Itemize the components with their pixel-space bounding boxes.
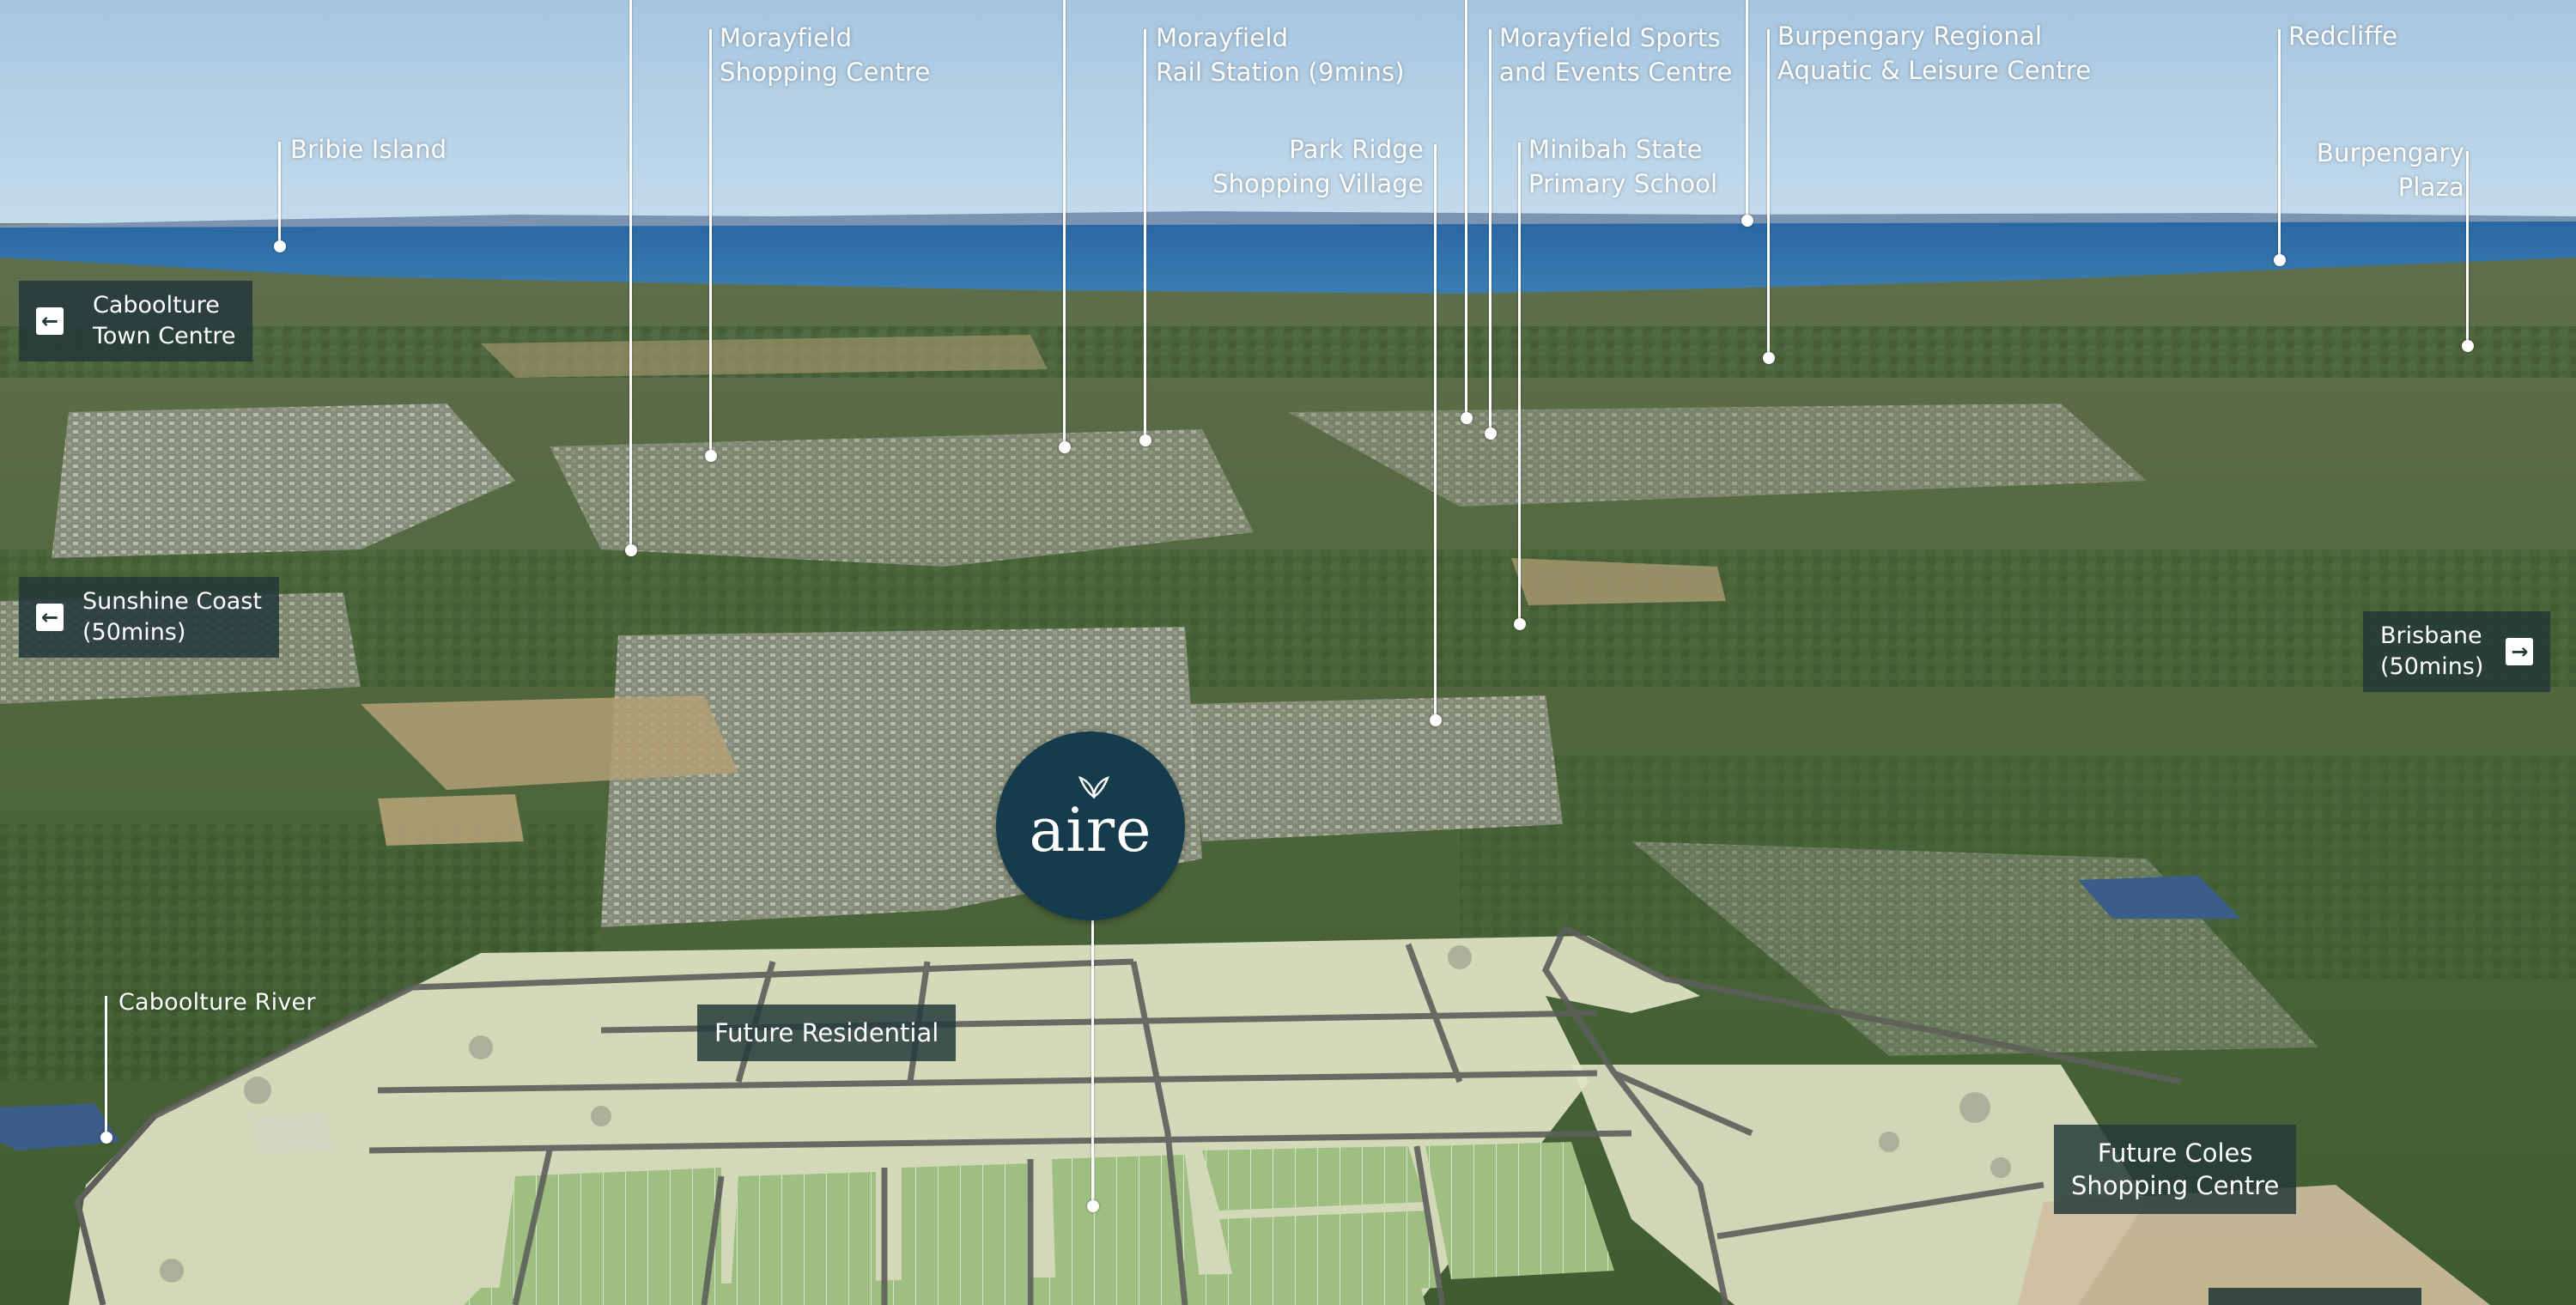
arrow-left-icon: ← bbox=[36, 307, 64, 335]
label-line-2: and Events Centre bbox=[1499, 58, 1733, 87]
pin-dot-hidden-2 bbox=[1059, 441, 1071, 453]
label-line-1: Burpengary Regional bbox=[1777, 21, 2043, 51]
leaf-icon bbox=[1078, 776, 1109, 798]
pin-line-morayfield-sports bbox=[1489, 29, 1492, 433]
direction-line-1: Brisbane bbox=[2380, 622, 2482, 649]
pin-dot-bribie bbox=[274, 240, 286, 252]
pin-line-aire bbox=[1091, 919, 1094, 1205]
label-line-2: Plaza bbox=[2397, 173, 2464, 202]
tag-line-1: Future Coles bbox=[2097, 1138, 2253, 1168]
pin-dot-morayfield-sports bbox=[1485, 428, 1497, 440]
tag-future-coles-shopping-centre: Future Coles Shopping Centre bbox=[2054, 1125, 2297, 1214]
pin-dot-burpengary-aquatic bbox=[1763, 352, 1775, 364]
pin-dot-aire bbox=[1087, 1200, 1099, 1212]
label-morayfield-rail-station: Morayfield Rail Station (9mins) bbox=[1156, 21, 1405, 89]
logo-text: aire bbox=[1029, 795, 1152, 865]
pin-line-hidden-2 bbox=[1063, 0, 1066, 448]
pin-dot-caboolture-river bbox=[100, 1132, 112, 1144]
pin-line-hidden-1 bbox=[629, 0, 632, 549]
label-caboolture-river: Caboolture River bbox=[118, 989, 316, 1016]
arrow-right-icon: → bbox=[2506, 638, 2534, 665]
pin-dot-hidden-4 bbox=[1741, 215, 1753, 227]
pin-dot-hidden-1 bbox=[625, 544, 637, 556]
label-redcliffe: Redcliffe bbox=[2288, 21, 2398, 51]
direction-line-1: Sunshine Coast bbox=[82, 588, 262, 615]
label-park-ridge-shopping-village: Park Ridge Shopping Village bbox=[1212, 132, 1424, 201]
label-line-2: Primary School bbox=[1528, 169, 1718, 198]
pin-line-caboolture-river bbox=[105, 996, 107, 1137]
pin-dot-burpengary-plaza bbox=[2462, 340, 2474, 352]
direction-line-1: Caboolture bbox=[93, 292, 220, 319]
label-line-1: Park Ridge bbox=[1289, 135, 1424, 164]
label-line-1: Morayfield bbox=[1156, 23, 1289, 52]
pin-dot-redcliffe bbox=[2274, 254, 2286, 266]
label-line-2: Shopping Village bbox=[1212, 169, 1424, 198]
aire-logo: aire bbox=[996, 731, 1185, 920]
pin-line-burpengary-plaza bbox=[2466, 151, 2469, 345]
label-morayfield-sports-centre: Morayfield Sports and Events Centre bbox=[1499, 21, 1733, 89]
label-line-2: Aquatic & Leisure Centre bbox=[1777, 56, 2092, 85]
direction-caboolture-town-centre: ← Caboolture Town Centre bbox=[19, 281, 253, 361]
pin-dot-morayfield-rail bbox=[1139, 434, 1151, 446]
direction-sunshine-coast: ← Sunshine Coast (50mins) bbox=[19, 577, 279, 658]
pin-line-redcliffe bbox=[2278, 29, 2281, 258]
pin-line-minibah bbox=[1518, 143, 1521, 623]
label-line-2: Shopping Centre bbox=[720, 58, 931, 87]
pin-dot-morayfield-shopping bbox=[705, 450, 717, 462]
pin-line-park-ridge bbox=[1434, 144, 1437, 719]
tag-line-2: Shopping Centre bbox=[2071, 1171, 2280, 1200]
pin-line-burpengary-aquatic bbox=[1767, 29, 1770, 357]
pin-dot-minibah bbox=[1514, 618, 1526, 630]
label-minibah-primary-school: Minibah State Primary School bbox=[1528, 132, 1717, 201]
label-line-1: Morayfield Sports bbox=[1499, 23, 1721, 52]
partial-label-box bbox=[2208, 1288, 2421, 1305]
direction-line-2: (50mins) bbox=[2380, 653, 2484, 680]
pin-line-morayfield-rail bbox=[1144, 29, 1146, 441]
label-line-1: Morayfield bbox=[720, 23, 853, 52]
pin-line-hidden-3 bbox=[1465, 0, 1467, 419]
pin-dot-hidden-3 bbox=[1461, 412, 1473, 424]
pin-line-hidden-4 bbox=[1746, 0, 1748, 216]
label-burpengary-plaza: Burpengary Plaza bbox=[2317, 136, 2464, 204]
label-line-1: Minibah State bbox=[1528, 135, 1703, 164]
label-line-1: Burpengary bbox=[2316, 138, 2464, 167]
arrow-left-icon: ← bbox=[36, 604, 64, 631]
pin-line-morayfield-shopping bbox=[709, 29, 712, 457]
label-bribie-island: Bribie Island bbox=[290, 135, 447, 164]
pin-dot-park-ridge bbox=[1430, 714, 1442, 726]
tag-future-residential: Future Residential bbox=[697, 1005, 957, 1061]
pin-line-bribie bbox=[278, 142, 281, 245]
direction-line-2: (50mins) bbox=[82, 619, 186, 646]
direction-line-2: Town Centre bbox=[93, 323, 236, 349]
label-line-2: Rail Station (9mins) bbox=[1156, 58, 1405, 87]
label-burpengary-aquatic-centre: Burpengary Regional Aquatic & Leisure Ce… bbox=[1777, 19, 2091, 88]
label-morayfield-shopping-centre: Morayfield Shopping Centre bbox=[720, 21, 930, 89]
direction-brisbane: Brisbane (50mins) → bbox=[2363, 611, 2551, 692]
